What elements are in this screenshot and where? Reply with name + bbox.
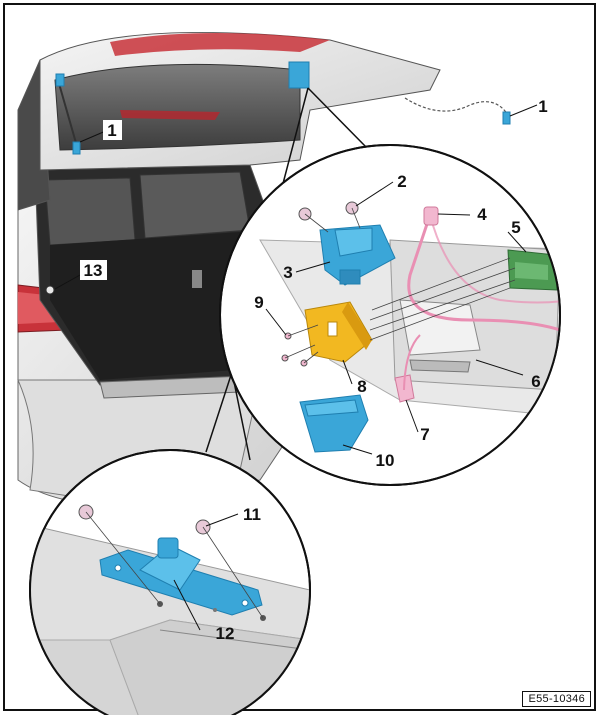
callout-1a: 1 [107,121,116,140]
leader-lines [54,104,538,631]
callout-4: 4 [477,205,487,224]
detail-circle-striker [29,449,311,715]
callout-1b: 1 [538,97,547,116]
callout-6: 6 [531,372,540,391]
callout-9: 9 [254,293,263,312]
callout-box-1a [103,120,122,140]
detail-circle-latch [219,144,561,486]
callout-8: 8 [357,377,366,396]
callout-11: 11 [243,505,261,524]
callout-7: 7 [420,425,429,444]
zoom-line-upper-2 [279,87,309,196]
callout-10: 10 [376,451,395,470]
callout-13: 13 [84,261,103,280]
zoom-line-lower [205,371,233,453]
callout-labels: 1 1 2 3 4 5 6 7 8 9 10 11 12 13 [80,97,548,643]
zoom-line-upper [307,87,368,149]
figure-reference-code: E55-10346 [522,691,591,707]
callout-2: 2 [397,172,406,191]
callout-3: 3 [283,263,292,282]
callout-5: 5 [511,218,520,237]
callout-12: 12 [216,624,235,643]
callout-box-13 [80,260,107,280]
